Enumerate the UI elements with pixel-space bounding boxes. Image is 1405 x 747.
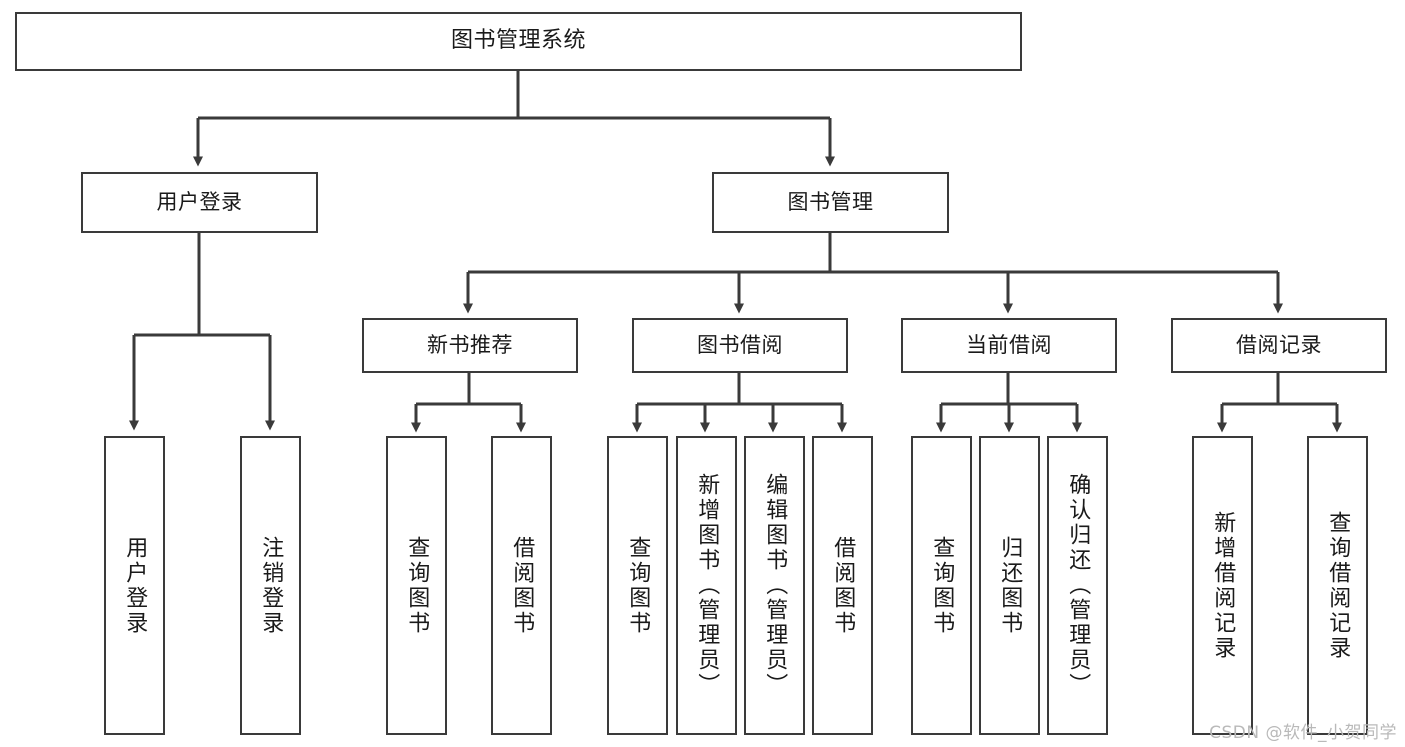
leaf-label: 编辑图书（管理员） [762,473,788,698]
node-current-borrowing[interactable]: 当前借阅 [901,318,1117,373]
leaf-label: 借阅图书 [830,535,856,636]
leaf-borrow-record-add-record[interactable]: 新增借阅记录 [1192,436,1253,735]
leaf-current-borrow-return-books[interactable]: 归还图书 [979,436,1040,735]
leaf-user-login-logout[interactable]: 注销登录 [240,436,301,735]
node-book-borrowing[interactable]: 图书借阅 [632,318,848,373]
node-borrowing-record[interactable]: 借阅记录 [1171,318,1387,373]
leaf-current-borrow-confirm-return-admin[interactable]: 确认归还（管理员） [1047,436,1108,735]
node-root-library-management-system[interactable]: 图书管理系统 [15,12,1022,71]
node-new-book-recommendation[interactable]: 新书推荐 [362,318,578,373]
leaf-user-login-login[interactable]: 用户登录 [104,436,165,735]
leaf-label: 归还图书 [997,535,1023,636]
leaf-label: 注销登录 [258,535,284,636]
leaf-label: 新增借阅记录 [1210,510,1236,661]
leaf-label: 借阅图书 [509,535,535,636]
leaf-label: 查询图书 [625,535,651,636]
leaf-current-borrow-query-books[interactable]: 查询图书 [911,436,972,735]
leaf-book-borrow-edit-book-admin[interactable]: 编辑图书（管理员） [744,436,805,735]
node-user-login[interactable]: 用户登录 [81,172,318,233]
leaf-book-borrow-borrow-books[interactable]: 借阅图书 [812,436,873,735]
leaf-new-book-borrow-books[interactable]: 借阅图书 [491,436,552,735]
leaf-label: 查询图书 [404,535,430,636]
leaf-label: 新增图书（管理员） [694,473,720,698]
leaf-label: 用户登录 [122,535,148,636]
leaf-book-borrow-query-books[interactable]: 查询图书 [607,436,668,735]
node-book-management[interactable]: 图书管理 [712,172,949,233]
csdn-watermark: CSDN @软件_小贺同学 [1209,723,1397,743]
leaf-label: 查询借阅记录 [1325,510,1351,661]
leaf-label: 查询图书 [929,535,955,636]
leaf-book-borrow-add-book-admin[interactable]: 新增图书（管理员） [676,436,737,735]
leaf-borrow-record-query-record[interactable]: 查询借阅记录 [1307,436,1368,735]
leaf-label: 确认归还（管理员） [1065,473,1091,698]
leaf-new-book-query-books[interactable]: 查询图书 [386,436,447,735]
